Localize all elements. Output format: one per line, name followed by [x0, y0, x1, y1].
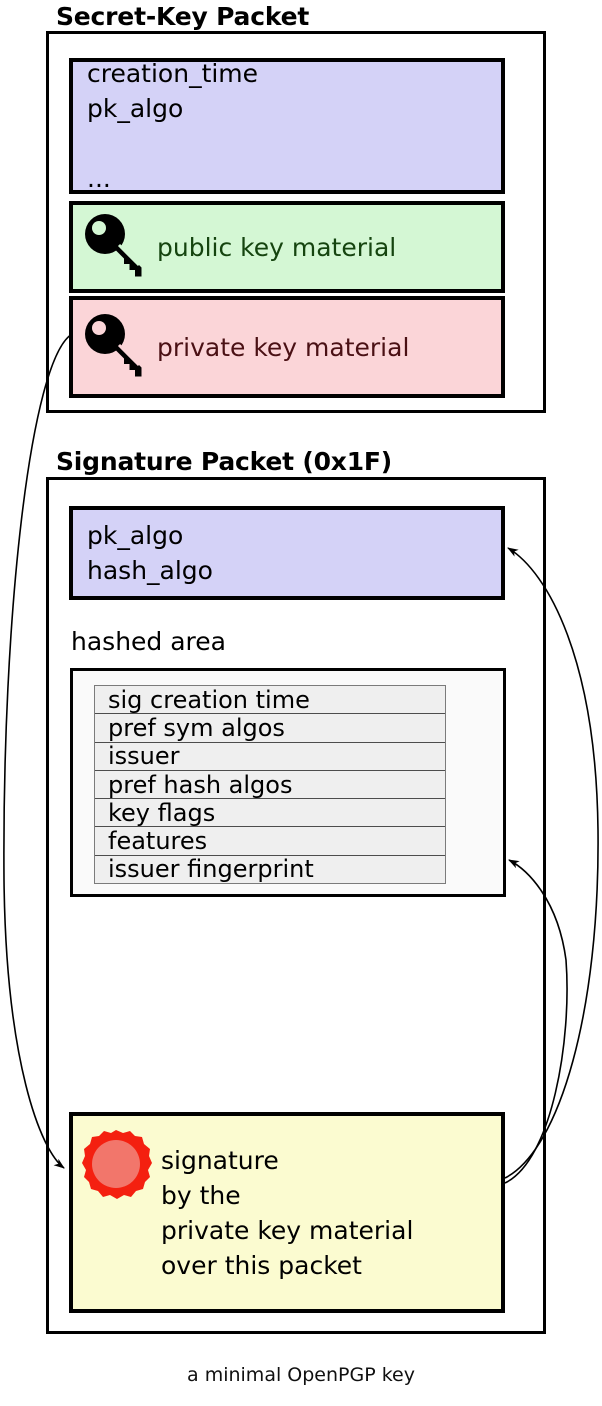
private-key-material-label: private key material [157, 332, 410, 362]
subpacket-row: issuer [95, 742, 445, 771]
wax-seal-icon [82, 1130, 152, 1199]
secret-key-packet-frame: creation_time pk_algo ... public key mat… [46, 31, 546, 413]
subpacket-row: features [95, 827, 445, 856]
secret-key-header-block: creation_time pk_algo ... [69, 58, 505, 194]
signature-packet-title: Signature Packet (0x1F) [56, 447, 393, 476]
signature-header-text: pk_algo hash_algo [87, 521, 213, 585]
subpacket-row: issuer fingerprint [95, 855, 445, 885]
private-key-material-block: private key material [69, 296, 505, 398]
subpacket-row: sig creation time [95, 686, 445, 715]
subpacket-row: pref sym algos [95, 714, 445, 743]
key-icon [85, 314, 142, 377]
signature-packet-frame: pk_algo hash_algo hashed area sig creati… [46, 477, 546, 1334]
subpacket-row: key flags [95, 799, 445, 828]
signature-header-block: pk_algo hash_algo [69, 506, 505, 600]
signature-value-text: signature by the private key material ov… [161, 1145, 414, 1280]
secret-key-header-text: creation_time pk_algo ... [87, 59, 259, 193]
diagram-caption: a minimal OpenPGP key [187, 1364, 415, 1386]
secret-key-packet-title: Secret-Key Packet [56, 2, 310, 31]
public-key-material-label: public key material [157, 232, 397, 262]
hashed-area-label: hashed area [71, 627, 226, 656]
subpacket-row: pref hash algos [95, 771, 445, 800]
key-icon [85, 214, 142, 277]
public-key-material-block: public key material [69, 201, 505, 293]
signature-value-block: signature by the private key material ov… [69, 1112, 505, 1313]
